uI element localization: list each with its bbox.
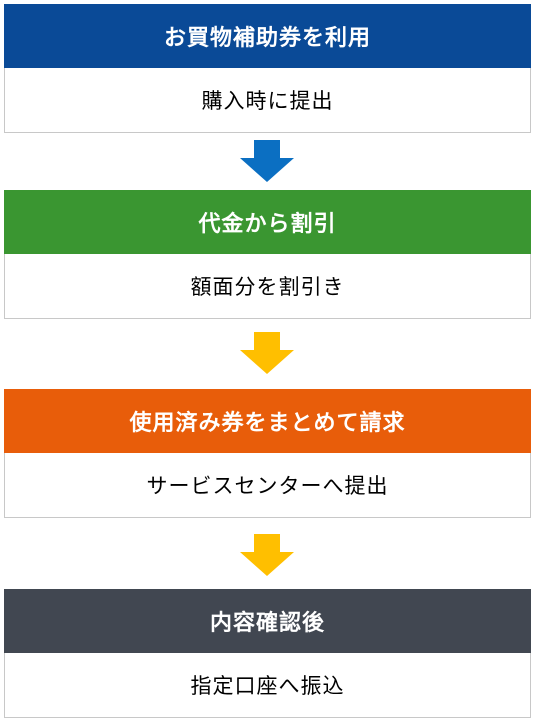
step-2-header: 代金から割引 bbox=[4, 190, 531, 254]
step-4-header: 内容確認後 bbox=[4, 589, 531, 653]
step-1-body: 購入時に提出 bbox=[4, 68, 531, 133]
step-3-header: 使用済み券をまとめて請求 bbox=[4, 389, 531, 453]
step-3-title: 使用済み券をまとめて請求 bbox=[129, 411, 406, 436]
down-arrow-icon bbox=[240, 534, 294, 576]
step-4-description: 指定口座へ振込 bbox=[190, 674, 345, 698]
step-4-body: 指定口座へ振込 bbox=[4, 653, 531, 718]
step-3-body: サービスセンターへ提出 bbox=[4, 453, 531, 518]
step-1-description: 購入時に提出 bbox=[201, 89, 334, 113]
step-2-title: 代金から割引 bbox=[198, 212, 337, 237]
step-3-description: サービスセンターへ提出 bbox=[146, 474, 389, 498]
step-4-title: 内容確認後 bbox=[209, 611, 325, 636]
step-1-header: お買物補助券を利用 bbox=[4, 4, 531, 68]
step-2-description: 額面分を割引き bbox=[190, 275, 345, 299]
down-arrow-icon bbox=[240, 140, 294, 182]
step-2-body: 額面分を割引き bbox=[4, 254, 531, 319]
down-arrow-icon bbox=[240, 332, 294, 374]
step-1-title: お買物補助券を利用 bbox=[163, 26, 371, 51]
